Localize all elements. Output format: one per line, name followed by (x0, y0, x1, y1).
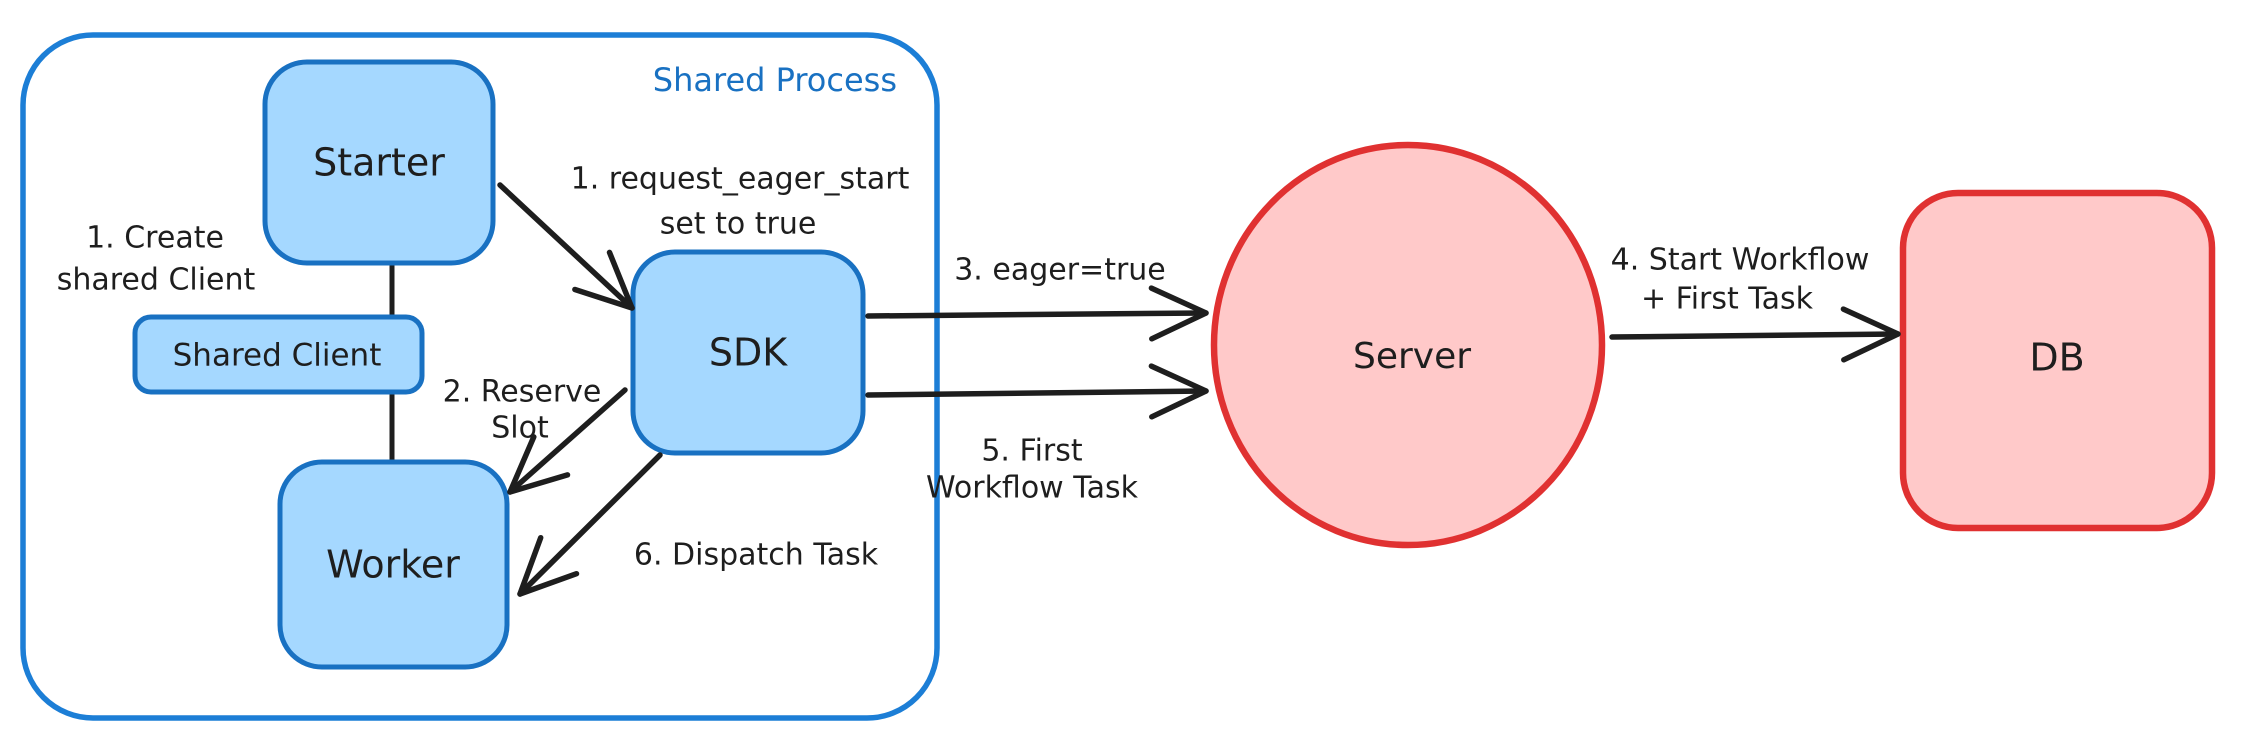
sdk-box (630, 249, 866, 456)
shared-process-label: Shared Process (653, 61, 897, 99)
sdk-to-server-task-arrow (865, 363, 1209, 420)
sdk-node: SDK (630, 249, 866, 456)
annotation-first-workflow-task: 5. First Workflow Task (926, 434, 1139, 506)
server-ellipse (1210, 141, 1606, 549)
annotation-reserve-slot-line1: 2. Reserve (443, 375, 602, 410)
sdk-to-worker-reserve-arrow (507, 387, 628, 495)
annotation-request-eager-start-line1: 1. request_eager_start (571, 162, 910, 197)
sdk-to-worker-dispatch-arrow (517, 452, 663, 597)
db-box (1899, 189, 2216, 532)
worker-node: Worker (277, 459, 510, 670)
annotation-start-workflow-line1: 4. Start Workflow (1611, 243, 1870, 278)
starter-node: Starter (262, 59, 496, 266)
sdk-label: SDK (709, 331, 788, 375)
worker-label: Worker (326, 543, 460, 587)
annotation-eager-true: 3. eager=true (954, 253, 1166, 288)
annotation-dispatch-task-line1: 6. Dispatch Task (634, 538, 879, 573)
db-label: DB (2029, 336, 2084, 380)
annotation-start-workflow: 4. Start Workflow + First Task (1611, 243, 1870, 317)
annotation-start-workflow-line2: + First Task (1641, 282, 1814, 317)
starter-label: Starter (313, 141, 445, 185)
db-node: DB (1899, 189, 2216, 532)
annotation-request-eager-start: 1. request_eager_start set to true (571, 162, 910, 242)
server-to-db-arrow (1609, 306, 1901, 363)
annotation-first-workflow-task-line1: 5. First (981, 434, 1083, 469)
server-node: Server (1210, 141, 1606, 549)
shared-client-label: Shared Client (173, 338, 382, 374)
worker-box (277, 459, 510, 670)
annotation-first-workflow-task-line2: Workflow Task (926, 471, 1139, 506)
annotation-create-shared-client-line2: shared Client (57, 263, 256, 298)
annotation-create-shared-client-line1: 1. Create (86, 221, 224, 256)
annotation-eager-true-line1: 3. eager=true (954, 253, 1166, 288)
starter-box (262, 59, 496, 266)
annotation-create-shared-client: 1. Create shared Client (57, 221, 256, 298)
shared-client-box (132, 314, 425, 395)
annotation-dispatch-task: 6. Dispatch Task (634, 538, 879, 573)
annotation-request-eager-start-line2: set to true (660, 207, 817, 242)
shared-process-container (20, 32, 940, 721)
server-label: Server (1353, 336, 1471, 377)
shared-client-node: Shared Client (132, 314, 425, 395)
annotation-reserve-slot-line2: Slot (491, 411, 549, 446)
annotation-reserve-slot: 2. Reserve Slot (443, 375, 602, 446)
sdk-to-server-eager-arrow (865, 285, 1209, 342)
starter-to-sdk-arrow (497, 182, 635, 311)
